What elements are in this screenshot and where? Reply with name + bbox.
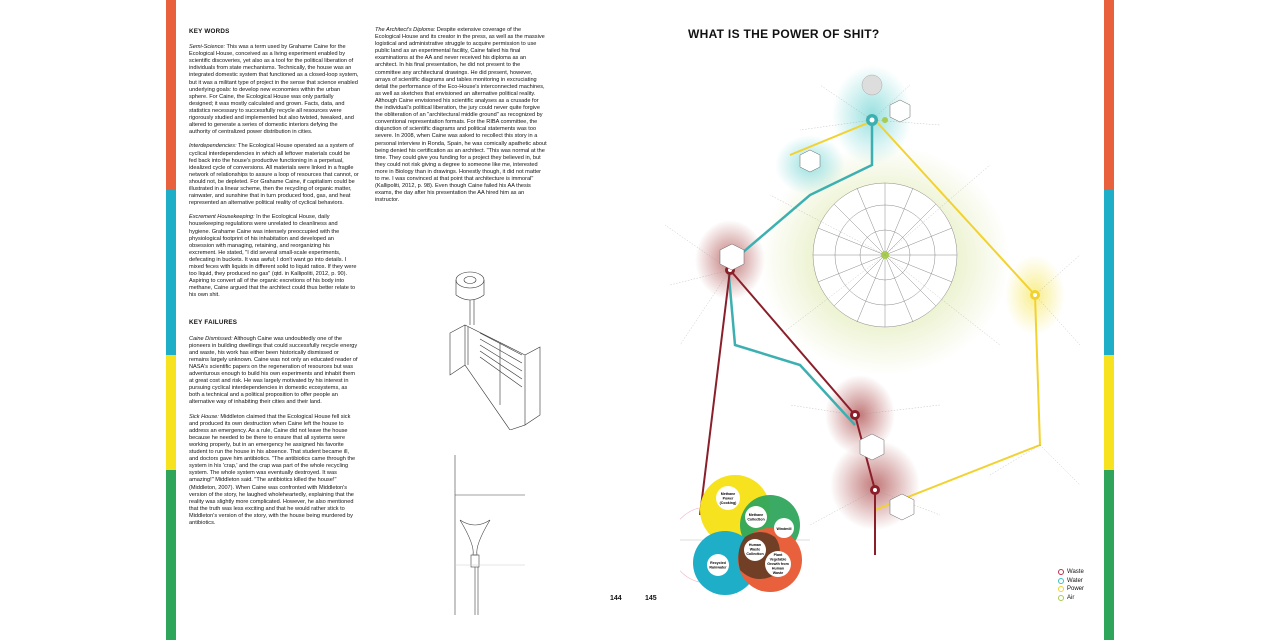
page-number-left: 144 (610, 595, 622, 602)
power-ring-icon (1058, 586, 1064, 593)
paragraph-excrement: Excrement Housekeeping: In the Ecologica… (189, 214, 357, 299)
air-ring-icon (1058, 594, 1064, 601)
legend-item-power: Power (1058, 585, 1084, 594)
isometric-digester-drawing (449, 271, 541, 430)
color-strip-left (166, 0, 176, 640)
power-flow-line (789, 119, 1042, 511)
connection-lines (664, 84, 1081, 526)
water-ring-icon (1058, 577, 1064, 584)
ecological-house-system-diagram (664, 65, 1081, 555)
key-words-heading: KEY WORDS (189, 28, 230, 35)
legend: Waste Water Power Air (1058, 568, 1084, 602)
paragraph-architects-diploma: The Architect's Diploma: Despite extensi… (375, 27, 547, 204)
legend-item-water: Water (1058, 577, 1084, 586)
legend-item-waste: Waste (1058, 568, 1084, 577)
middle-text-column: The Architect's Diploma: Despite extensi… (375, 27, 547, 211)
venn-label-windmill: Windmill (777, 527, 792, 531)
color-strip-right (1104, 0, 1114, 640)
paragraph-sick-house: Sick House: Middleton claimed that the E… (189, 413, 356, 526)
key-failures-heading: KEY FAILURES (189, 319, 238, 327)
paragraph-caine-dismissed: Caine Dismissed: Although Caine was undo… (189, 335, 358, 406)
section-drawing (454, 455, 525, 615)
legend-item-air: Air (1058, 594, 1084, 603)
paragraph-semi-science: Semi-Science: This was a term used by Gr… (189, 44, 359, 136)
paragraph-interdependencies: Interdependencies: The Ecological House … (189, 143, 359, 207)
waste-ring-icon (1058, 569, 1064, 576)
diagram-title: WHAT IS THE POWER OF SHIT? (688, 27, 880, 41)
house-module-icons (719, 99, 915, 521)
page-number-right: 145 (645, 595, 657, 602)
left-text-column: KEY WORDS Semi-Science: This was a term … (189, 28, 359, 534)
